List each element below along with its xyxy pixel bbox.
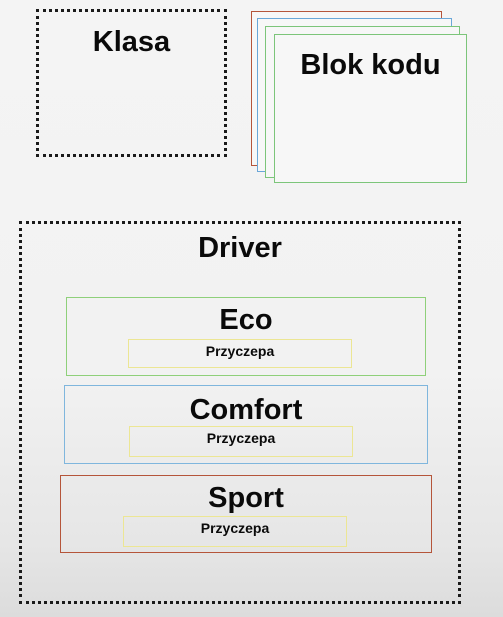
mode-eco-title: Eco [219,304,273,336]
mode-sport-trailer-block: Przyczepa [123,516,347,547]
legend-class-label: Klasa [92,26,171,58]
legend-class-box: Klasa [36,9,227,157]
mode-eco-block: Eco Przyczepa [66,297,426,376]
mode-comfort-title: Comfort [189,394,303,426]
mode-sport-title: Sport [208,482,284,514]
mode-sport-trailer-label: Przyczepa [200,520,270,536]
legend-code-block-label: Blok kodu [300,49,441,81]
mode-comfort-trailer-block: Przyczepa [129,426,353,457]
driver-class-box: Driver [19,221,461,604]
mode-eco-trailer-block: Przyczepa [128,339,352,368]
mode-comfort-trailer-label: Przyczepa [206,430,276,446]
mode-sport-block: Sport Przyczepa [60,475,432,553]
mode-comfort-block: Comfort Przyczepa [64,385,428,464]
mode-eco-trailer-label: Przyczepa [205,343,275,359]
legend-code-block: Blok kodu [274,34,467,183]
driver-title: Driver [198,232,282,264]
